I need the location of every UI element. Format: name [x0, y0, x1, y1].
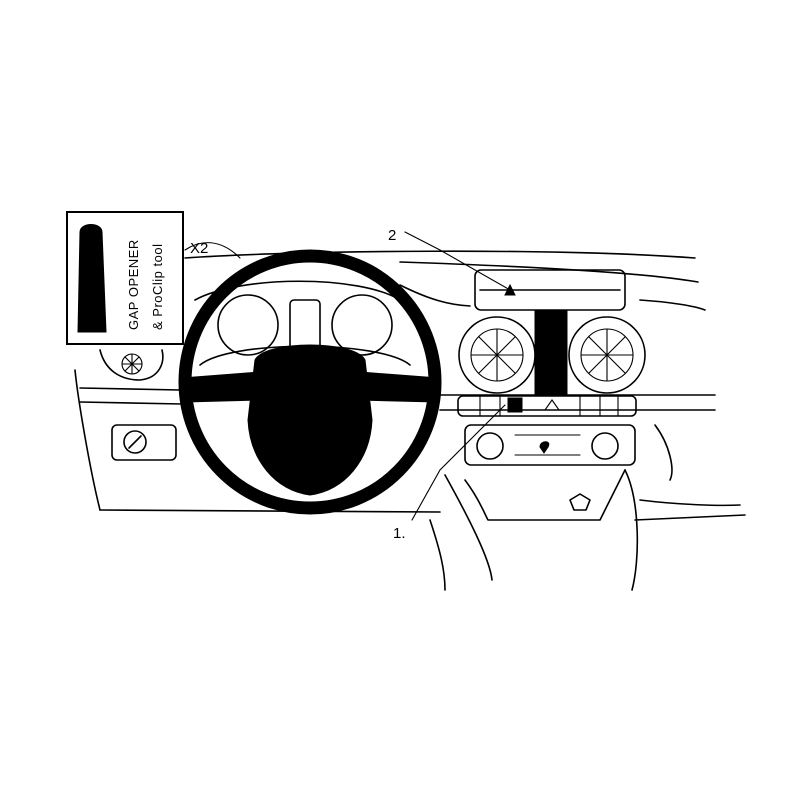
leader-lines: [184, 231, 511, 521]
centre-console: [429, 269, 646, 591]
light-switch: [111, 424, 177, 461]
steering-wheel: [178, 249, 442, 515]
callout-label-x2: X2: [190, 240, 208, 257]
left-air-vent: [99, 349, 164, 381]
dashboard-outline: [74, 250, 746, 521]
callout-label-2: 2: [388, 227, 396, 244]
gap-opener-tool-icon: [77, 224, 107, 333]
mount-bracket: [504, 283, 568, 413]
gap-opener-tool-box: GAP OPENER & ProClip tool: [66, 211, 184, 345]
callout-label-1: 1.: [393, 525, 406, 542]
tool-box-line1: GAP OPENER: [126, 239, 141, 330]
tool-box-line2: & ProClip tool: [150, 244, 165, 330]
